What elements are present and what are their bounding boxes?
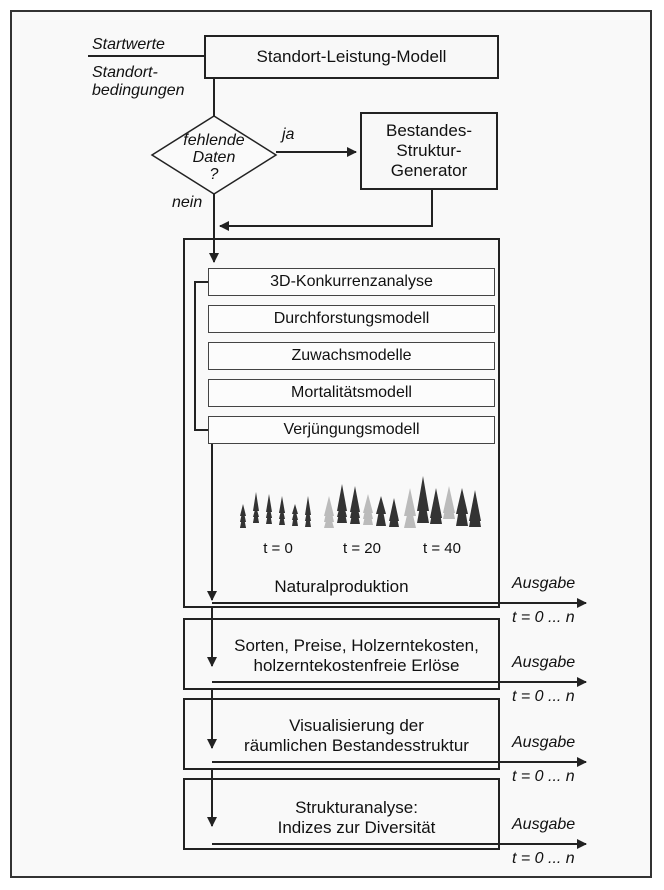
standort-leistung-box: Standort-Leistung-Modell <box>204 35 499 79</box>
tree-icon <box>266 494 272 512</box>
ausgabe-label: Ausgabe <box>512 816 576 833</box>
tree-icon <box>337 498 347 517</box>
decision-text: fehlende Daten ? <box>183 132 245 183</box>
tree-icon <box>430 492 442 524</box>
time-range-label: t = 0 ... n <box>512 768 575 785</box>
ja-label: ja <box>282 126 295 143</box>
ausgabe-label: Ausgabe <box>512 575 576 592</box>
tree-icon <box>376 496 386 514</box>
strukturanalyse-box <box>183 778 500 850</box>
startwerte-label: Startwerte <box>92 36 165 53</box>
tree-icon <box>363 502 373 525</box>
tree-icon <box>240 512 246 528</box>
ausgabe-label: Ausgabe <box>512 734 576 751</box>
tree-icon <box>443 490 455 519</box>
tree-icon <box>350 500 360 524</box>
tree-icon <box>456 488 468 514</box>
tree-icon <box>324 500 334 522</box>
tree-icon <box>417 476 429 511</box>
snapshot-time-label: t = 0 <box>263 540 293 557</box>
tree-icon <box>305 496 311 515</box>
bestandes-struktur-generator-box: Bestandes- Struktur- Generator <box>360 112 498 190</box>
time-range-label: t = 0 ... n <box>512 609 575 626</box>
tree-icon <box>389 502 399 527</box>
stage-title-visualisierung: Visualisierung der räumlichen Bestandess… <box>244 716 469 755</box>
tree-icon <box>469 494 481 527</box>
submodel-5: Verjüngungsmodell <box>208 416 495 444</box>
sorten-preise-box <box>183 618 500 690</box>
tree-icon <box>279 496 285 513</box>
naturalproduktion-box <box>183 238 500 608</box>
tree-icon <box>292 508 298 520</box>
tree-icon <box>305 510 311 527</box>
tree-icon <box>350 486 360 512</box>
tree-icon <box>266 508 272 518</box>
stage-title-sorten: Sorten, Preise, Holzerntekosten, holzern… <box>234 636 479 675</box>
generator-return-line <box>219 190 433 231</box>
tree-icon <box>337 484 347 511</box>
standortbedingungen-label: Standort- bedingungen <box>92 64 185 99</box>
stage-title-naturalproduktion: Naturalproduktion <box>274 577 409 596</box>
visualisierung-box <box>183 698 500 770</box>
loop-line <box>194 277 219 431</box>
tree-icon <box>279 510 285 525</box>
submodel-3: Zuwachsmodelle <box>208 342 495 370</box>
submodel-4: Mortalitätsmodell <box>208 379 495 407</box>
tree-icon <box>253 492 259 511</box>
tree-icon <box>253 510 259 523</box>
time-range-label: t = 0 ... n <box>512 688 575 705</box>
nein-label: nein <box>172 194 203 211</box>
time-range-label: t = 0 ... n <box>512 850 575 867</box>
submodel-2: Durchforstungsmodell <box>208 305 495 333</box>
snapshot-time-label: t = 20 <box>343 540 381 557</box>
ausgabe-label: Ausgabe <box>512 654 576 671</box>
snapshot-time-label: t = 40 <box>423 540 461 557</box>
stage-title-strukturanalyse: Strukturanalyse: Indizes zur Diversität <box>277 798 436 837</box>
submodel-1: 3D-Konkurrenzanalyse <box>208 268 495 296</box>
tree-icon <box>404 488 416 516</box>
diagram-frame <box>10 10 652 878</box>
